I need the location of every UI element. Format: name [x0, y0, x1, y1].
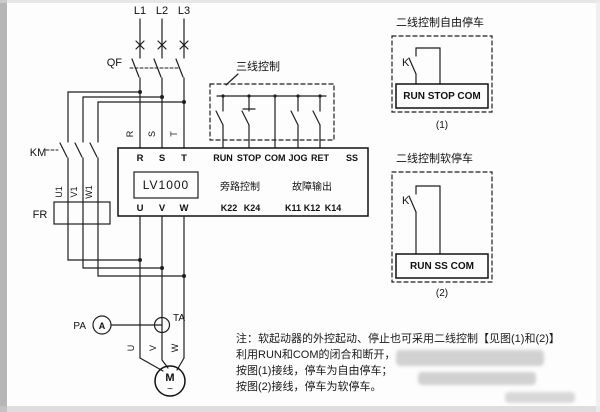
- wire-label-v: V: [148, 345, 158, 351]
- phase-wires-to-starter: [139, 77, 185, 149]
- terminal-stop: STOP: [237, 153, 261, 163]
- terminal-jog: JOG: [288, 153, 307, 163]
- terminal-w: W: [180, 203, 189, 214]
- terminal-r: R: [137, 153, 144, 164]
- terminal-k22: K22: [221, 203, 238, 213]
- breaker-symbol: [129, 58, 184, 78]
- model-label: LV1000: [143, 178, 189, 192]
- panel1-terminals: RUN STOP COM: [403, 91, 480, 102]
- note-block: 注：软起动器的外控起动、停止也可采用二线控制【见图(1)和(2)】 利用RUN和…: [236, 331, 560, 393]
- wire-label-t: T: [169, 131, 179, 137]
- contactor-label: KM: [30, 147, 47, 159]
- junction-dot: [296, 94, 300, 98]
- terminal-u: U: [137, 203, 144, 214]
- phase-label-l3: L3: [178, 5, 190, 17]
- note-line-4: 按图(2)接线，停车为软停车。: [236, 379, 381, 393]
- output-section: PA A TA U V W M ~: [73, 215, 186, 397]
- wire-label-w1: W1: [84, 185, 94, 199]
- ct-label: TA: [173, 313, 185, 324]
- phase-label-l2: L2: [156, 5, 168, 17]
- panel1-dashed-box: [391, 35, 493, 113]
- thermal-relay-symbol: [53, 201, 111, 225]
- motor-wave: ~: [167, 384, 173, 395]
- wire-label-v1: V1: [69, 186, 79, 197]
- ammeter-letter: A: [99, 321, 106, 331]
- two-wire-soft-stop-panel: 二线控制软停车 K RUN SS COM (2): [391, 151, 493, 299]
- bypass-branch: KM U1 V1 W1 FR: [30, 90, 186, 278]
- terminal-k11: K11: [285, 203, 301, 213]
- junction-dot: [273, 94, 277, 98]
- panel2-title: 二线控制软停车: [396, 151, 473, 165]
- panel2-wires: [408, 185, 441, 255]
- panel1-relay-label: K: [402, 57, 410, 69]
- three-wire-label: 三线控制: [236, 59, 280, 73]
- terminal-t: T: [181, 153, 187, 164]
- thermal-relay-label: FR: [33, 209, 48, 221]
- breaker-label: QF: [107, 57, 123, 69]
- wire-label-r: R: [125, 130, 135, 137]
- wire-label-s: S: [147, 131, 157, 137]
- panel2-terminals: RUN SS COM: [410, 261, 474, 272]
- note-line-3: 按图(1)接线，停车为自由停车；: [236, 363, 392, 377]
- supply-connection-crosses: [135, 40, 189, 50]
- phase-wires-top: [139, 18, 185, 59]
- terminal-ss: SS: [346, 153, 358, 163]
- terminal-k14: K14: [325, 203, 342, 213]
- terminal-s: S: [159, 153, 165, 164]
- wire-label-u1: U1: [54, 186, 64, 198]
- motor-letter: M: [165, 372, 174, 384]
- ammeter-symbol: [92, 315, 112, 335]
- panel2-relay-label: K: [402, 195, 410, 207]
- panel1-terminal-box: [395, 83, 489, 109]
- two-wire-free-stop-panel: 二线控制自由停车 K RUN STOP COM (1): [391, 15, 493, 131]
- junction-dot: [318, 94, 322, 98]
- current-transformer-symbol: [153, 316, 171, 334]
- junction-dot: [221, 94, 225, 98]
- motor-symbol: [154, 365, 186, 397]
- note-line-1: 注：软起动器的外控起动、停止也可采用二线控制【见图(1)和(2)】: [236, 331, 560, 345]
- starter-outline: [117, 147, 369, 217]
- panel1-title: 二线控制自由停车: [396, 15, 484, 29]
- phase-label-l1: L1: [134, 5, 146, 17]
- wire-label-w: W: [170, 343, 180, 352]
- bypass-control-label: 旁路控制: [220, 180, 260, 193]
- wire-label-u: U: [126, 345, 136, 352]
- ammeter-label: PA: [73, 321, 86, 332]
- panel1-caption: (1): [436, 120, 448, 131]
- bypass-wires: [67, 91, 185, 277]
- fault-output-label: 故障输出: [292, 180, 332, 193]
- panel2-terminal-box: [395, 253, 489, 279]
- contactor-contacts: [45, 142, 98, 158]
- terminal-com: COM: [265, 153, 286, 163]
- three-wire-control: 三线控制: [209, 59, 335, 149]
- panel1-wires: [408, 47, 441, 85]
- model-box: [133, 171, 199, 199]
- three-wire-wires: [215, 95, 327, 149]
- label-pointer: [225, 73, 239, 86]
- terminal-v: V: [159, 203, 166, 214]
- soft-starter-box: R S T RUN STOP COM JOG RET SS LV1000 旁路控…: [117, 147, 369, 217]
- terminal-ret: RET: [311, 153, 330, 163]
- three-wire-dashed-box: [209, 83, 335, 141]
- junction-dot: [247, 94, 251, 98]
- terminal-k12: K12: [304, 203, 321, 213]
- watermark: [396, 350, 575, 403]
- note-line-2: 利用RUN和COM的闭合和断开，: [236, 347, 396, 361]
- panel2-dashed-box: [391, 171, 493, 283]
- panel2-caption: (2): [436, 288, 448, 299]
- terminal-run: RUN: [213, 153, 233, 163]
- terminal-k24: K24: [244, 203, 261, 213]
- supply-section: L1 L2 L3 QF R S T: [107, 5, 190, 149]
